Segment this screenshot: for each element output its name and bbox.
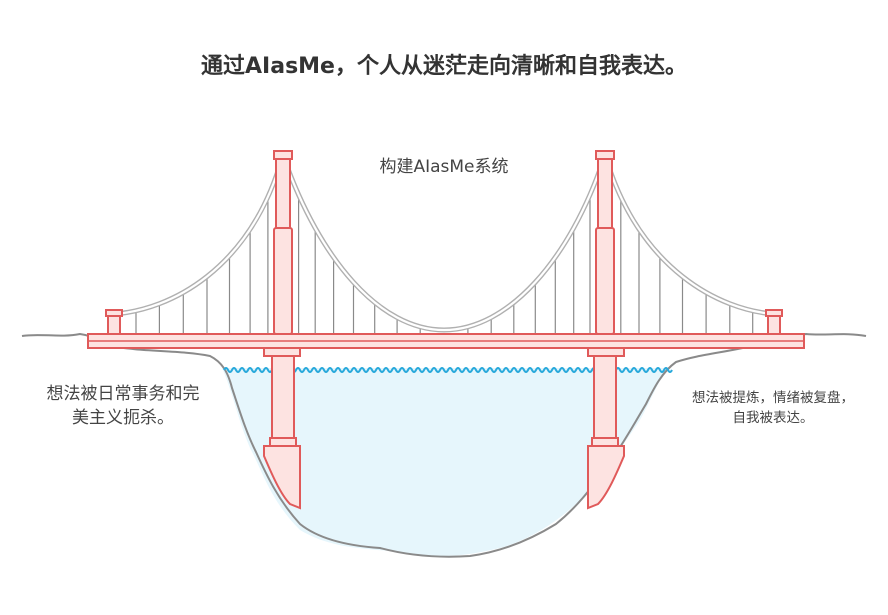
bridge-deck xyxy=(87,333,805,349)
left-bank-line: 想法被日常事务和完 xyxy=(46,384,200,404)
gorge-water xyxy=(222,368,668,557)
right-tower xyxy=(587,150,625,510)
bridge-label: 构建AIasMe系统 xyxy=(379,157,509,177)
end-posts xyxy=(105,309,783,335)
left-bank-line: 美主义扼杀。 xyxy=(72,408,174,428)
main-cables xyxy=(113,157,775,333)
diagram-title: 通过AIasMe，个人从迷茫走向清晰和自我表达。 xyxy=(201,54,687,79)
right-bank-line: 想法被提炼，情绪被复盘， xyxy=(692,390,854,406)
ground-line xyxy=(21,332,867,558)
left-bank-label: 想法被日常事务和完 美主义扼杀。 xyxy=(18,382,228,430)
right-bank-line: 自我被表达。 xyxy=(732,410,814,426)
suspension-hangers xyxy=(135,196,754,334)
right-bank-label: 想法被提炼，情绪被复盘， 自我被表达。 xyxy=(668,388,878,428)
left-tower xyxy=(263,150,301,510)
